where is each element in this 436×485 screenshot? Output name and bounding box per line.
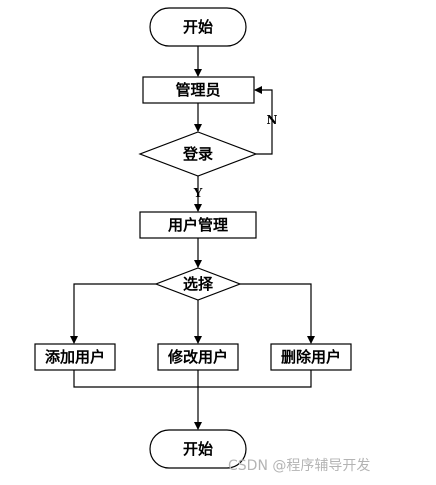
add-user-label: 添加用户 [45, 348, 105, 366]
no-label: N [267, 113, 278, 127]
add-user-box [34, 343, 116, 371]
admin-box [142, 76, 255, 104]
end-label: 开始 [183, 440, 213, 458]
user-mgmt-label: 用户管理 [168, 216, 228, 234]
edge-select-add [70, 283, 156, 344]
edge-add-merge [73, 370, 312, 388]
yes-label: Y [193, 186, 203, 200]
edge-select-delete [240, 283, 315, 344]
edit-user-label: 修改用户 [167, 348, 228, 366]
login-label: 登录 [182, 145, 213, 163]
edit-user-box [157, 343, 239, 371]
delete-user-box [270, 343, 352, 371]
admin-label: 管理员 [175, 81, 220, 99]
watermark: CSDN @程序辅导开发 [228, 458, 370, 474]
delete-user-label: 删除用户 [281, 348, 341, 366]
select-label: 选择 [183, 275, 214, 293]
end-terminator [149, 429, 247, 469]
start-label: 开始 [183, 18, 213, 36]
edge-login-no-loop [254, 86, 273, 155]
